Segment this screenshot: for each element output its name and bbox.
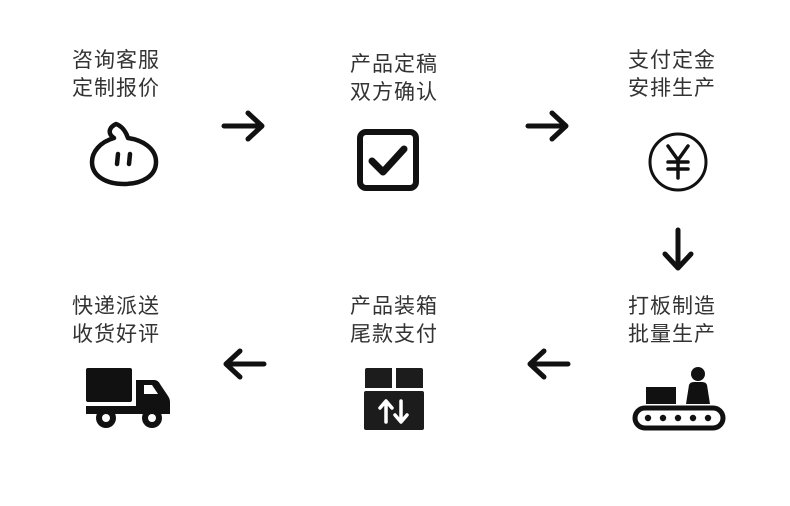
step-5-line1: 产品装箱 bbox=[350, 294, 438, 318]
chat-bubble-icon bbox=[89, 121, 159, 187]
step-3-line2: 安排生产 bbox=[628, 76, 716, 100]
step-6-line2: 收货好评 bbox=[72, 322, 160, 346]
step-2-line1: 产品定稿 bbox=[350, 52, 438, 76]
conveyor-worker-icon bbox=[632, 367, 726, 431]
package-box-icon bbox=[364, 368, 424, 430]
arrow-left-icon bbox=[527, 348, 571, 380]
step-5-line2: 尾款支付 bbox=[350, 322, 438, 346]
delivery-truck-icon bbox=[86, 368, 170, 428]
step-1-line1: 咨询客服 bbox=[72, 48, 160, 72]
step-4-line1: 打板制造 bbox=[628, 294, 716, 318]
step-1-label: 咨询客服 定制报价 bbox=[26, 46, 206, 102]
arrow-down-icon bbox=[662, 227, 694, 271]
step-1-line2: 定制报价 bbox=[72, 76, 160, 100]
arrow-right-icon bbox=[221, 110, 265, 142]
step-3-line1: 支付定金 bbox=[628, 48, 716, 72]
step-2-label: 产品定稿 双方确认 bbox=[304, 50, 484, 106]
arrow-right-icon bbox=[525, 110, 569, 142]
step-5-label: 产品装箱 尾款支付 bbox=[304, 292, 484, 348]
step-6-line1: 快递派送 bbox=[72, 294, 160, 318]
arrow-left-icon bbox=[223, 348, 267, 380]
step-2-line2: 双方确认 bbox=[350, 80, 438, 104]
checkbox-icon bbox=[357, 129, 419, 191]
yen-coin-icon bbox=[648, 132, 708, 192]
step-3-label: 支付定金 安排生产 bbox=[582, 46, 762, 102]
step-4-label: 打板制造 批量生产 bbox=[582, 292, 762, 348]
step-6-label: 快递派送 收货好评 bbox=[26, 292, 206, 348]
step-4-line2: 批量生产 bbox=[628, 322, 716, 346]
